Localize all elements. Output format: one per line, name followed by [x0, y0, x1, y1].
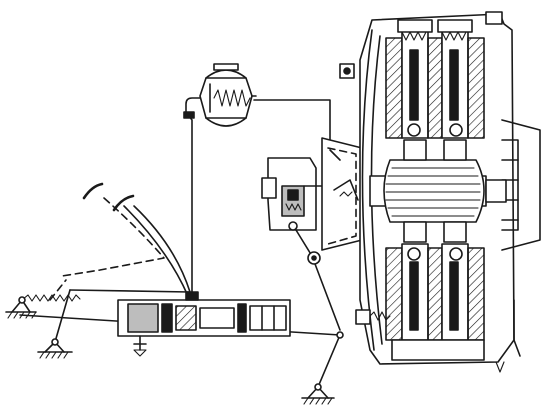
clutch-release-fork [307, 137, 363, 265]
ground-anchor-pedal [37, 338, 73, 359]
clutch-hub [369, 139, 507, 243]
lower-pistons [385, 243, 485, 361]
pedal-linkage [5, 279, 344, 405]
ground-anchor-lower [301, 331, 344, 405]
ground-anchor-left [5, 296, 37, 319]
hydraulic-master-cylinder [117, 291, 291, 357]
return-spring [21, 294, 81, 302]
pressure-accumulator [199, 63, 257, 127]
slave-cylinder [261, 157, 327, 231]
clutch-assembly [369, 19, 507, 361]
clutch-pedal [61, 182, 191, 297]
upper-pistons [385, 19, 485, 139]
bolt-top [339, 63, 355, 79]
hydraulic-line [183, 97, 341, 331]
